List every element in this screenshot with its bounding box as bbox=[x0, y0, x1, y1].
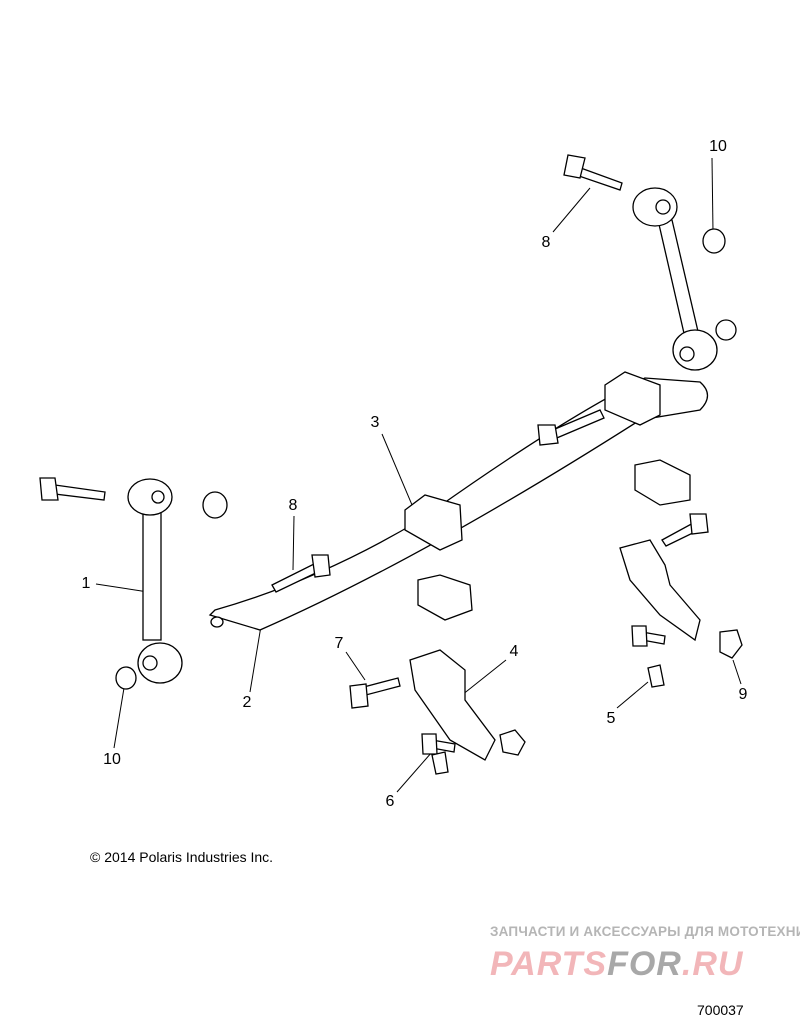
leader-lines bbox=[95, 157, 742, 793]
callout-7: 7 bbox=[334, 635, 344, 652]
callout-4: 4 bbox=[509, 643, 519, 660]
callout-8: 8 bbox=[288, 497, 298, 514]
callout-10-top: 10 bbox=[709, 138, 727, 155]
bushing-3 bbox=[404, 371, 691, 621]
copyright-notice: © 2014 Polaris Industries Inc. bbox=[90, 849, 274, 865]
watermark-logo-part2: FOR bbox=[607, 945, 682, 983]
callout-3: 3 bbox=[370, 414, 380, 431]
callout-5: 5 bbox=[606, 710, 616, 727]
callout-10-bottom: 10 bbox=[103, 751, 121, 768]
watermark-tagline: ЗАПЧАСТИ И АКСЕССУАРЫ ДЛЯ МОТОТЕХНИКИ bbox=[490, 924, 800, 939]
nuts-and-fittings bbox=[115, 228, 743, 775]
callout-1: 1 bbox=[81, 575, 91, 592]
watermark-logo-part1: PARTS bbox=[490, 945, 608, 983]
callout-2: 2 bbox=[242, 694, 252, 711]
link-assembly-right bbox=[632, 187, 718, 371]
callout-8-top: 8 bbox=[541, 234, 551, 251]
callout-6: 6 bbox=[385, 793, 395, 810]
document-number: 700037 bbox=[697, 1002, 744, 1018]
watermark-logo-part3: .RU bbox=[681, 945, 744, 983]
brackets bbox=[409, 539, 701, 761]
callout-9: 9 bbox=[738, 686, 748, 703]
watermark-logo: PARTSFOR.RU bbox=[490, 945, 743, 983]
link-assembly-left bbox=[127, 478, 183, 684]
bolts bbox=[39, 154, 709, 755]
